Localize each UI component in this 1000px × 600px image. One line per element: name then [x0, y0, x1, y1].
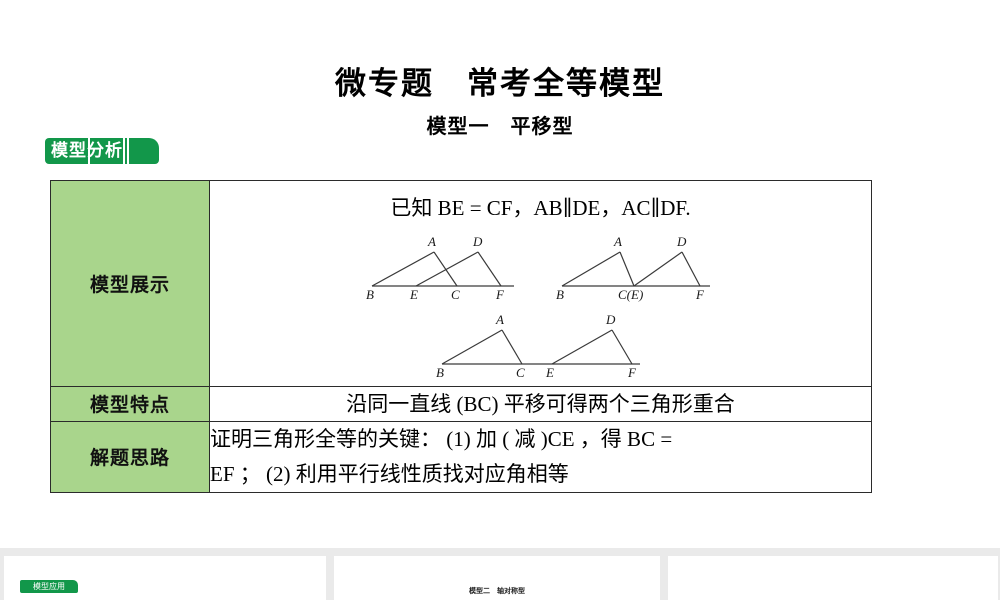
svg-text:A: A	[427, 234, 436, 249]
row-label-model-display: 模型展示	[50, 180, 210, 387]
solution-approach-line-1: 证明三角形全等的关键： (1) 加 ( 减 )CE ，得 BC =	[210, 427, 673, 452]
row-content-model-feature: 沿同一直线 (BC) 平移可得两个三角形重合	[209, 385, 872, 423]
svg-text:D: D	[472, 234, 483, 249]
given-condition: 已知 BE = CF，AB∥DE，AC∥DF.	[390, 196, 691, 220]
figure-separated-triangles: A D B C E F	[436, 312, 640, 380]
svg-text:F: F	[495, 287, 505, 302]
table-row: 模型特点 沿同一直线 (BC) 平移可得两个三角形重合	[50, 385, 872, 423]
page-title: 微专题 常考全等模型	[335, 66, 665, 102]
thumbnail-title-2: 模型二 轴对称型	[469, 587, 525, 595]
row-content-solution-approach: 证明三角形全等的关键： (1) 加 ( 减 )CE ，得 BC = EF ； (…	[209, 421, 872, 493]
svg-text:E: E	[545, 365, 554, 380]
svg-text:F: F	[695, 287, 705, 302]
svg-text:D: D	[605, 312, 616, 327]
svg-text:C: C	[516, 365, 525, 380]
table-row: 模型展示 已知 BE = CF，AB∥DE，AC∥DF. A D B E	[50, 180, 872, 387]
model-analysis-table: 模型展示 已知 BE = CF，AB∥DE，AC∥DF. A D B E	[50, 180, 872, 493]
svg-text:C: C	[451, 287, 460, 302]
solution-approach-line-2: EF ； (2) 利用平行线性质找对应角相等	[210, 461, 569, 486]
model-feature-text: 沿同一直线 (BC) 平移可得两个三角形重合	[346, 391, 735, 416]
page-subtitle: 模型一 平移型	[426, 114, 574, 138]
thumbnail-slide-2[interactable]: 模型二 轴对称型	[334, 556, 660, 600]
section-tag-segment	[123, 138, 159, 164]
svg-text:A: A	[495, 312, 504, 327]
svg-text:C(E): C(E)	[618, 287, 643, 302]
slide-canvas: 微专题 常考全等模型 模型一 平移型 模型分析 模型展示 已知 BE = CF，…	[45, 66, 872, 493]
thumbnail-slide-3[interactable]	[668, 556, 998, 600]
row-label-solution-approach: 解题思路	[50, 421, 210, 493]
figures-bottom-row: A D B C E F	[210, 306, 871, 380]
svg-text:F: F	[627, 365, 637, 380]
thumbnail-slide-1[interactable]: 模型应用	[4, 556, 326, 600]
svg-text:B: B	[366, 287, 374, 302]
section-tag-label: 模型分析	[51, 141, 123, 161]
thumbnail-tag-1: 模型应用	[20, 580, 78, 593]
svg-text:E: E	[409, 287, 418, 302]
row-label-model-feature: 模型特点	[50, 385, 210, 423]
svg-text:D: D	[676, 234, 687, 249]
svg-text:B: B	[556, 287, 564, 302]
figures-top-row: A D B E C F A D	[210, 224, 871, 302]
svg-text:A: A	[613, 234, 622, 249]
svg-text:B: B	[436, 365, 444, 380]
figure-point-touching-triangles: A D B C(E) F	[556, 234, 710, 302]
section-tag-model-analysis: 模型分析	[45, 138, 159, 164]
row-content-model-display: 已知 BE = CF，AB∥DE，AC∥DF. A D B E C	[209, 180, 872, 387]
table-row: 解题思路 证明三角形全等的关键： (1) 加 ( 减 )CE ，得 BC = E…	[50, 421, 872, 493]
figure-overlapping-triangles: A D B E C F	[366, 234, 514, 302]
slide-filmstrip: 模型应用 模型二 轴对称型	[0, 548, 1000, 600]
